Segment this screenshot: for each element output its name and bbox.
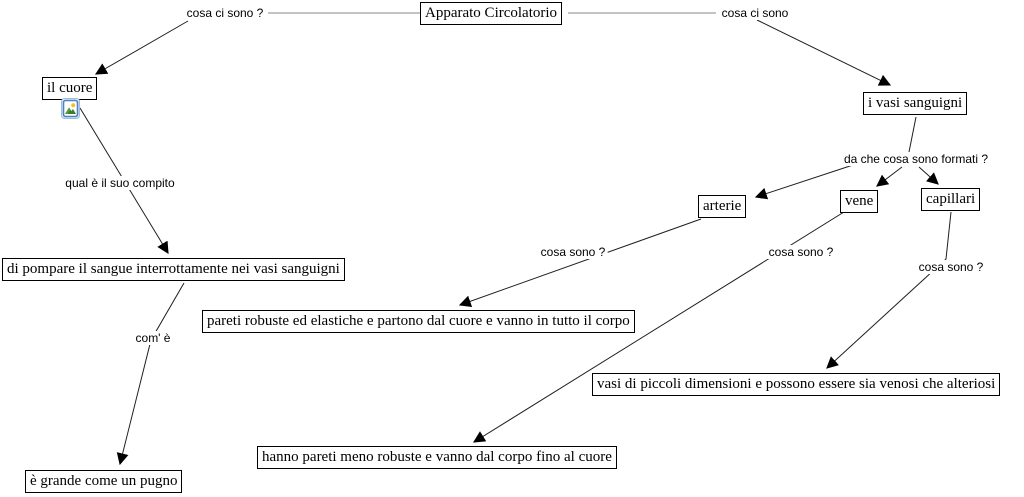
link-label-da-che-cosa-sono-formati[interactable]: da che cosa sono formati ? [841,152,991,166]
concept-il-cuore[interactable]: il cuore [42,77,98,100]
link-label-cosa-sono-arterie[interactable]: cosa sono ? [538,245,608,259]
concept-pareti-robuste[interactable]: pareti robuste ed elastiche e partono da… [202,310,635,333]
image-resource-icon[interactable] [61,98,80,119]
concept-apparato-circolatorio[interactable]: Apparato Circolatorio [420,2,563,25]
link-label-cosa-sono-vene[interactable]: cosa sono ? [766,245,836,259]
link-label-cosa-ci-sono-left[interactable]: cosa ci sono ? [184,6,266,20]
concept-capillari[interactable]: capillari [921,188,981,211]
concept-vene[interactable]: vene [840,190,879,213]
link-label-cosa-ci-sono-right[interactable]: cosa ci sono [719,6,791,20]
concept-pareti-meno-robuste[interactable]: hanno pareti meno robuste e vanno dal co… [257,446,617,469]
concept-vasi-piccoli[interactable]: vasi di piccoli dimensioni e possono ess… [592,373,1001,396]
concept-di-pompare[interactable]: di pompare il sangue interrottamente nei… [2,258,345,281]
concept-arterie[interactable]: arterie [698,195,747,218]
link-label-cosa-sono-capillari[interactable]: cosa sono ? [916,260,986,274]
link-label-com-e[interactable]: com' è [133,331,173,345]
concept-grande-come-pugno[interactable]: è grande come un pugno [25,470,183,493]
link-label-qual-e-il-suo-compito[interactable]: qual è il suo compito [63,176,177,190]
concept-i-vasi-sanguigni[interactable]: i vasi sanguigni [863,92,968,115]
